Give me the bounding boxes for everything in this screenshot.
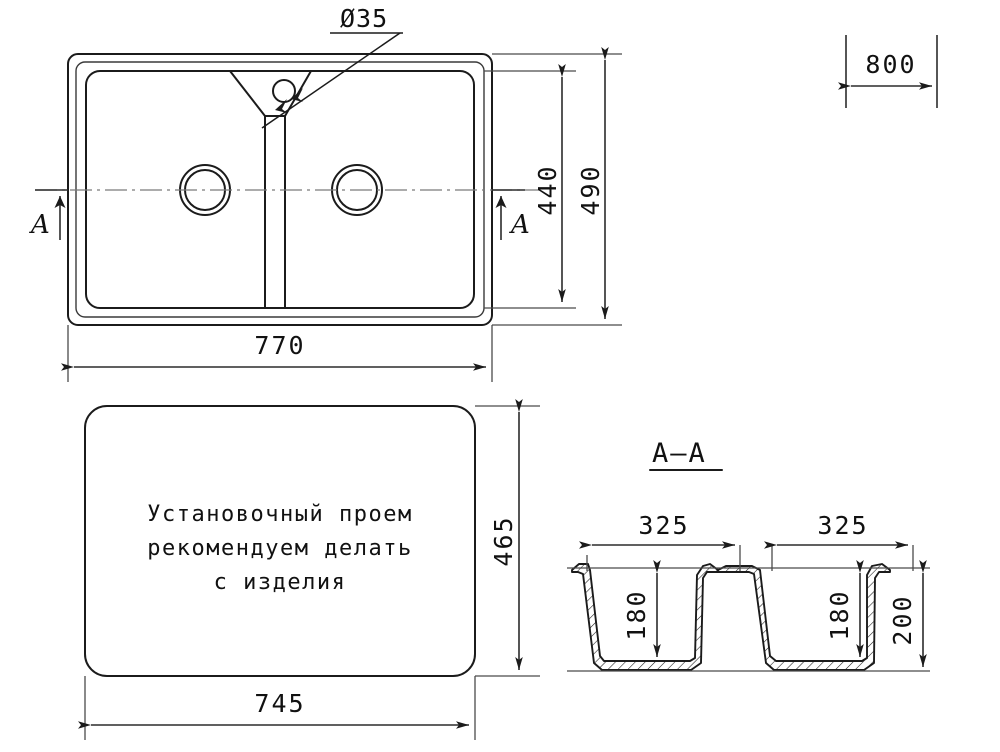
- section-mark-right: A: [492, 189, 530, 240]
- section-mark-label-right: A: [509, 210, 530, 240]
- dimension-770: 770: [61, 325, 493, 382]
- dimension-label-200: 200: [888, 594, 917, 645]
- dimension-label-800: 800: [865, 50, 916, 79]
- dimension-label-745: 745: [254, 689, 305, 718]
- section-title-label: A–A: [652, 438, 707, 469]
- dimension-440: 440: [484, 64, 576, 309]
- tap-hole-arrow-upper: [291, 88, 303, 102]
- dimension-label-490: 490: [576, 164, 605, 215]
- dimension-label-180-right: 180: [825, 589, 854, 640]
- section-mark-left: A: [29, 189, 68, 240]
- dimension-label-180-left: 180: [622, 589, 651, 640]
- section-right-bowl-wall: [717, 563, 891, 671]
- section-view-group: A–A 325 325 180: [567, 438, 930, 672]
- cutout-note-line-1: Установочный проем: [147, 502, 412, 527]
- top-view-group: [35, 53, 540, 326]
- dimension-label-465: 465: [489, 515, 518, 566]
- dimension-490: 490: [492, 47, 622, 326]
- cutout-note-line-2: рекомендуем делать: [147, 536, 412, 561]
- tap-hole-label: Ø35: [340, 4, 388, 33]
- cutout-note-line-3: с изделия: [214, 570, 347, 595]
- dimension-800: 800: [838, 35, 938, 108]
- dimension-label-770: 770: [254, 331, 305, 360]
- dimension-label-325-left: 325: [638, 511, 689, 540]
- dimension-label-325-right: 325: [817, 511, 868, 540]
- section-mark-label-left: A: [29, 210, 50, 240]
- cutout-view-group: Установочный проем рекомендуем делать с …: [78, 399, 540, 740]
- divider-left-chamfer: [229, 70, 266, 117]
- cutout-rectangle: [84, 405, 476, 677]
- tap-hole-callout: Ø35: [261, 4, 403, 129]
- dimension-label-440: 440: [533, 164, 562, 215]
- tap-hole-arrow-lower: [275, 99, 287, 113]
